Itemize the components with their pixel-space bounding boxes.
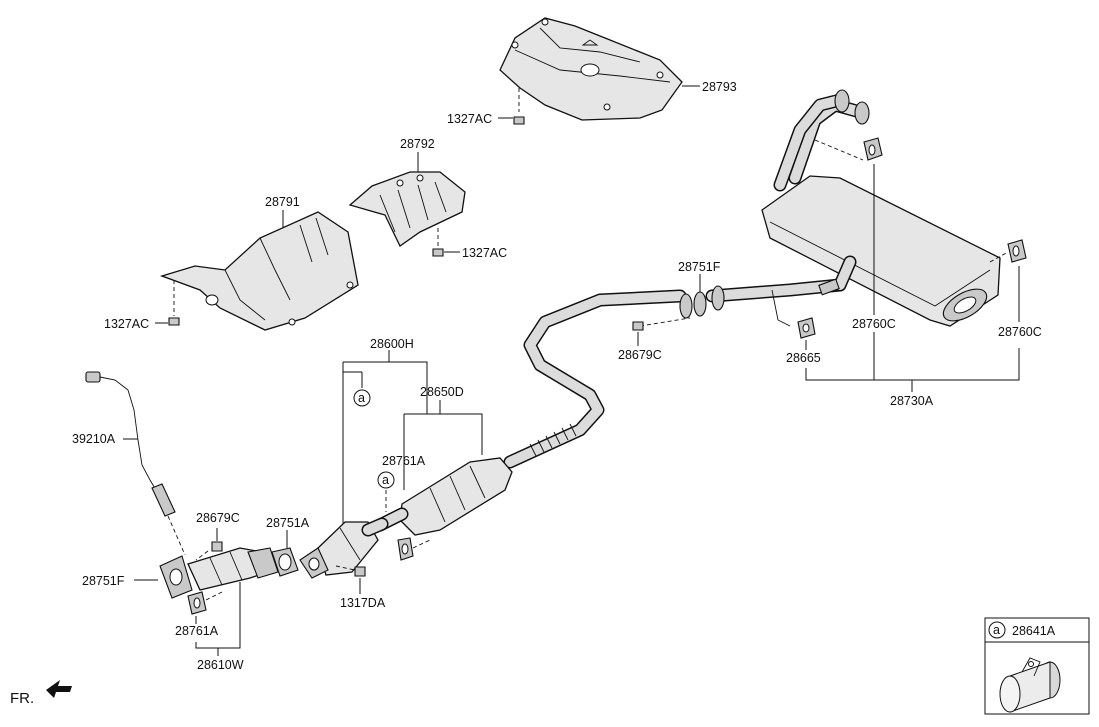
front-arrow-icon xyxy=(46,680,72,698)
hanger-28760c-right xyxy=(989,239,1027,263)
oxygen-sensor-39210a xyxy=(85,371,176,517)
label-28665: 28665 xyxy=(786,351,821,365)
circle-a-2-text: a xyxy=(382,473,389,487)
label-39210a: 39210A xyxy=(72,432,116,446)
legend-symbol: a xyxy=(993,623,1000,637)
hanger-28760c-left xyxy=(814,137,883,161)
nut-1327ac-left xyxy=(168,280,180,326)
label-28751f-left: 28751F xyxy=(82,574,125,588)
front-marker-text: FR. xyxy=(10,690,34,707)
nut-1317da xyxy=(335,565,366,577)
nut-28679c-right xyxy=(632,317,691,331)
heat-shield-28791 xyxy=(159,211,359,331)
legend-box: a 28641A xyxy=(984,617,1090,715)
hanger-28665 xyxy=(771,289,816,339)
label-28792: 28792 xyxy=(400,137,435,151)
label-28761a-lower: 28761A xyxy=(175,624,219,638)
legend-part-number: 28641A xyxy=(1012,624,1056,638)
front-direction-marker: FR. xyxy=(10,680,72,707)
circle-a-symbol-1: a xyxy=(353,389,371,407)
clamp-28641a-icon xyxy=(999,657,1061,713)
converter-28650d xyxy=(373,457,513,561)
gasket-28751f-right xyxy=(679,285,725,319)
label-28760c-right: 28760C xyxy=(998,325,1042,339)
gasket-28751a xyxy=(271,547,299,577)
heat-shield-28793 xyxy=(499,17,683,121)
label-28610w: 28610W xyxy=(197,658,244,672)
label-28679c-right: 28679C xyxy=(618,348,662,362)
label-28650d: 28650D xyxy=(420,385,464,399)
label-1317da: 1317DA xyxy=(340,596,386,610)
heat-shield-28792 xyxy=(348,171,466,247)
label-28679c-left: 28679C xyxy=(196,511,240,525)
circle-a-symbol-2: a xyxy=(377,471,395,489)
label-28600h: 28600H xyxy=(370,337,414,351)
label-28791: 28791 xyxy=(265,195,300,209)
label-28730a: 28730A xyxy=(890,394,934,408)
label-28751a: 28751A xyxy=(266,516,310,530)
muffler-28730a xyxy=(761,89,1001,327)
label-1327ac-left: 1327AC xyxy=(104,317,149,331)
legend-symbol-circle xyxy=(988,621,1006,639)
circle-a-1-text: a xyxy=(358,391,365,405)
label-1327ac-mid: 1327AC xyxy=(462,246,507,260)
label-28760c-left: 28760C xyxy=(852,317,896,331)
label-1327ac-top: 1327AC xyxy=(447,112,492,126)
center-pipe xyxy=(503,255,857,469)
nut-1327ac-top xyxy=(513,88,525,125)
front-catalyst xyxy=(299,517,389,579)
label-28751f-right: 28751F xyxy=(678,260,721,274)
nut-28679c-left xyxy=(195,541,223,561)
nut-1327ac-mid xyxy=(432,228,444,257)
hanger-28761a-lower xyxy=(187,591,223,615)
front-pipe-28610w xyxy=(159,547,279,599)
label-28793: 28793 xyxy=(702,80,737,94)
label-28761a-upper: 28761A xyxy=(382,454,426,468)
